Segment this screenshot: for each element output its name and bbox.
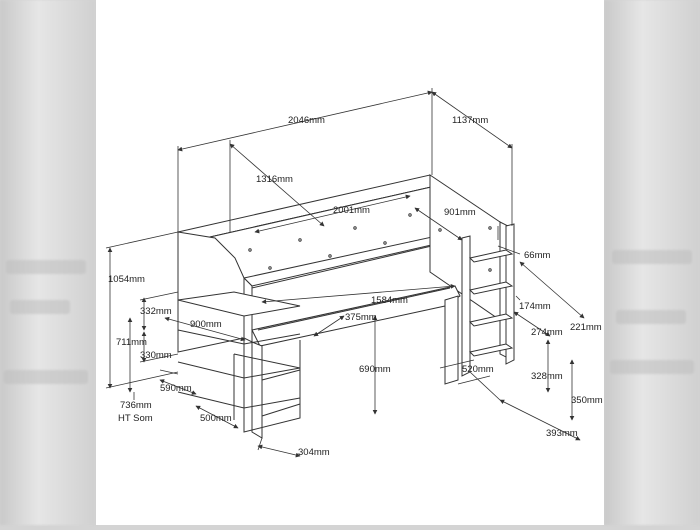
label-ladder-base: 520mm xyxy=(462,364,494,375)
label-ladder-depth: 393mm xyxy=(546,428,578,439)
label-desk-depth: 375mm xyxy=(345,312,377,323)
label-overall-depth: 1137mm xyxy=(452,115,488,126)
label-shelf-gap-bottom: 330mm xyxy=(140,350,172,361)
label-desk-leg-width: 304mm xyxy=(298,447,330,458)
right-blurred-background xyxy=(604,0,700,525)
blurred-shape xyxy=(10,300,70,314)
label-shelf-unit-depth: 500mm xyxy=(200,413,232,424)
label-overall-length: 2046mm xyxy=(288,115,325,126)
blurred-shape xyxy=(6,260,86,274)
blurred-shape xyxy=(4,370,88,384)
label-mattress-length: 2001mm xyxy=(333,205,370,216)
label-ladder-step-1: 174mm xyxy=(519,301,551,312)
left-blurred-background xyxy=(0,0,96,525)
drawing-canvas: 2046mm 1137mm 1316mm 2001mm 901mm 66mm 1… xyxy=(96,0,604,525)
blurred-shape xyxy=(610,360,694,374)
blurred-shape xyxy=(612,250,692,264)
label-side-height: 736mm xyxy=(120,400,152,411)
label-ladder-step-4: 350mm xyxy=(571,395,603,406)
label-mattress-width: 901mm xyxy=(444,207,476,218)
label-ladder-step-3: 328mm xyxy=(531,371,563,382)
label-shelf-gap-top: 332mm xyxy=(140,306,172,317)
label-shelf-unit-width: 590mm xyxy=(160,383,192,394)
dimension-labels: 2046mm 1137mm 1316mm 2001mm 901mm 66mm 1… xyxy=(108,115,603,458)
dimension-lines xyxy=(105,88,585,458)
label-bed-inner-width: 1316mm xyxy=(256,174,293,185)
blurred-shape xyxy=(616,310,686,324)
label-under-height: 711mm xyxy=(116,337,147,348)
label-ladder-step-2: 274mm xyxy=(531,327,563,338)
label-desk-length: 1584mm xyxy=(371,295,408,306)
label-desk-height: 690mm xyxy=(359,364,391,375)
bed-technical-drawing: 2046mm 1137mm 1316mm 2001mm 901mm 66mm 1… xyxy=(105,88,603,458)
label-side-height-note: HT Som xyxy=(118,413,153,424)
label-ladder-width: 221mm xyxy=(570,322,602,333)
label-rail-height: 66mm xyxy=(524,250,550,261)
label-total-height: 1054mm xyxy=(108,274,145,285)
label-shelf-depth: 900mm xyxy=(190,319,222,330)
